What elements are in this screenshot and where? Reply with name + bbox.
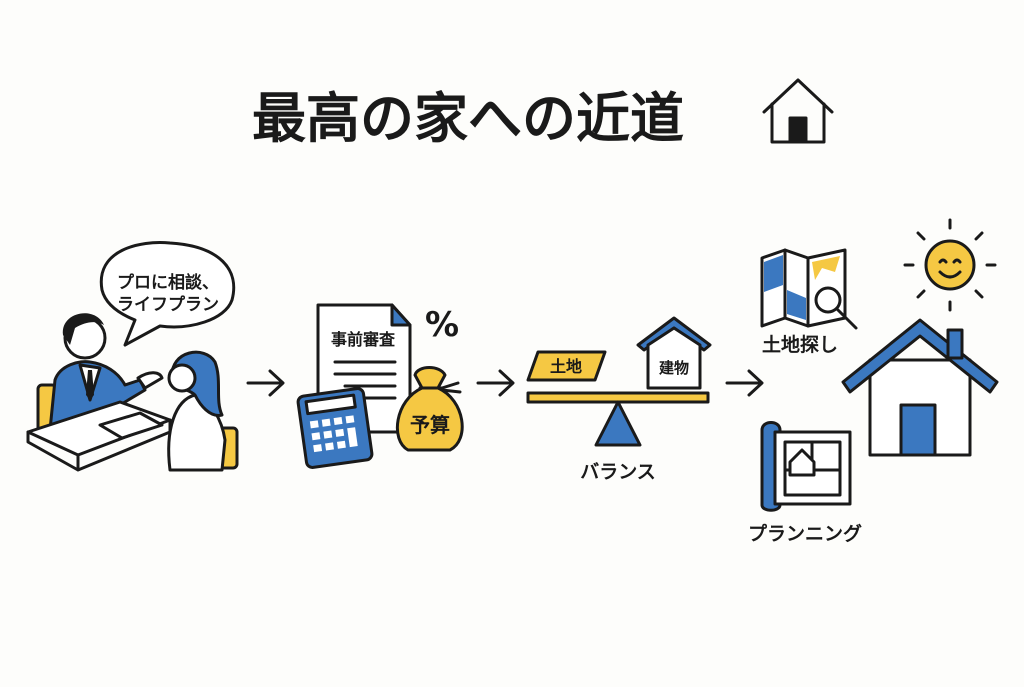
- magnifier-icon: [814, 286, 858, 330]
- land-card: [526, 350, 607, 382]
- money-bag-icon: 予算: [395, 366, 464, 452]
- bag-label: 予算: [410, 413, 450, 437]
- building-card: [646, 326, 702, 390]
- bubble-text-2: ライフプラン: [117, 294, 219, 315]
- advisor: [48, 360, 147, 432]
- planning: プランニング: [748, 421, 862, 545]
- house-icon: [762, 78, 834, 144]
- page-title: 最高の家への近道: [252, 87, 684, 150]
- percent-symbol: %: [425, 305, 459, 345]
- land-search-label: 土地探し: [762, 333, 838, 356]
- planning-label: プランニング: [748, 522, 862, 545]
- dream-house: [841, 318, 999, 457]
- consultation-scene: プロに相談、 ライフプラン: [26, 241, 239, 472]
- land-label: 土地: [550, 357, 582, 376]
- sun-icon: [903, 218, 997, 312]
- blueprint-icon: [760, 421, 852, 512]
- arrow-right-icon: [725, 369, 764, 397]
- arrow-right-icon: [246, 369, 285, 397]
- calculator-icon: [296, 387, 374, 469]
- seesaw-icon: 土地 建物 バランス: [526, 316, 712, 483]
- speech-bubble: [99, 241, 236, 347]
- bubble-text-1: プロに相談、: [117, 272, 219, 293]
- balance-caption: バランス: [580, 461, 656, 483]
- document-label: 事前審査: [331, 330, 395, 349]
- land-search: 土地探し: [760, 248, 858, 356]
- budget-scene: 事前審査 % 予算: [296, 303, 464, 469]
- arrow-right-icon: [476, 369, 515, 397]
- building-label: 建物: [659, 359, 689, 377]
